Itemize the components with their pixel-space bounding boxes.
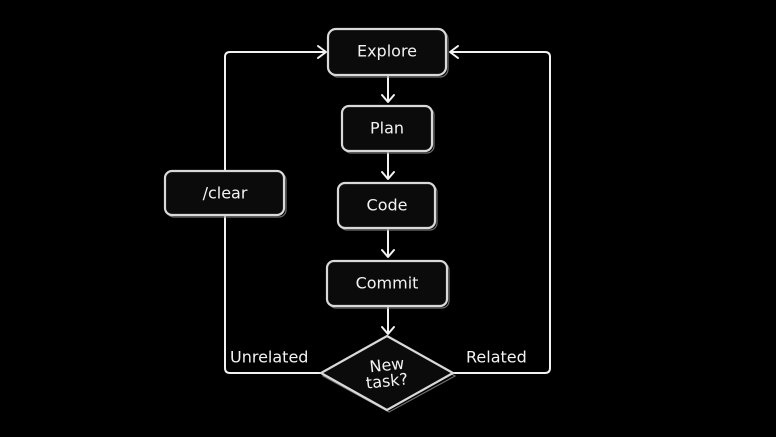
node-plan-label: Plan <box>370 119 404 138</box>
node-code: Code <box>336 181 438 231</box>
arrowhead-decision <box>381 326 395 335</box>
edges <box>224 45 551 374</box>
edge-label-related: Related <box>466 348 527 367</box>
node-decision-diamond <box>318 334 456 412</box>
node-plan: Plan <box>340 104 435 154</box>
node-clear: /clear <box>163 169 287 218</box>
node-decision-label-line2: task? <box>365 369 409 392</box>
node-code-box <box>336 181 437 230</box>
node-plan-box <box>340 104 434 153</box>
node-commit: Commit <box>325 259 450 309</box>
arrowhead-explore-right <box>449 45 459 59</box>
edge-related-loop <box>450 51 551 374</box>
node-clear-box <box>163 169 286 217</box>
arrowhead-commit <box>381 249 395 258</box>
arrowhead-code <box>381 171 395 180</box>
arrowhead-plan <box>381 94 395 103</box>
arrowhead-explore-left <box>317 45 327 59</box>
node-clear-label: /clear <box>203 184 248 203</box>
edge-unrelated-loop <box>224 51 326 374</box>
node-commit-box <box>325 259 449 308</box>
edge-label-unrelated: Unrelated <box>230 348 308 367</box>
node-decision-label-line1: New <box>369 354 406 377</box>
node-code-label: Code <box>367 196 408 215</box>
node-decision: New task? <box>318 334 457 413</box>
node-explore-box <box>326 27 448 77</box>
node-explore-label: Explore <box>357 42 417 61</box>
node-commit-label: Commit <box>356 274 419 293</box>
node-explore: Explore <box>326 27 449 78</box>
